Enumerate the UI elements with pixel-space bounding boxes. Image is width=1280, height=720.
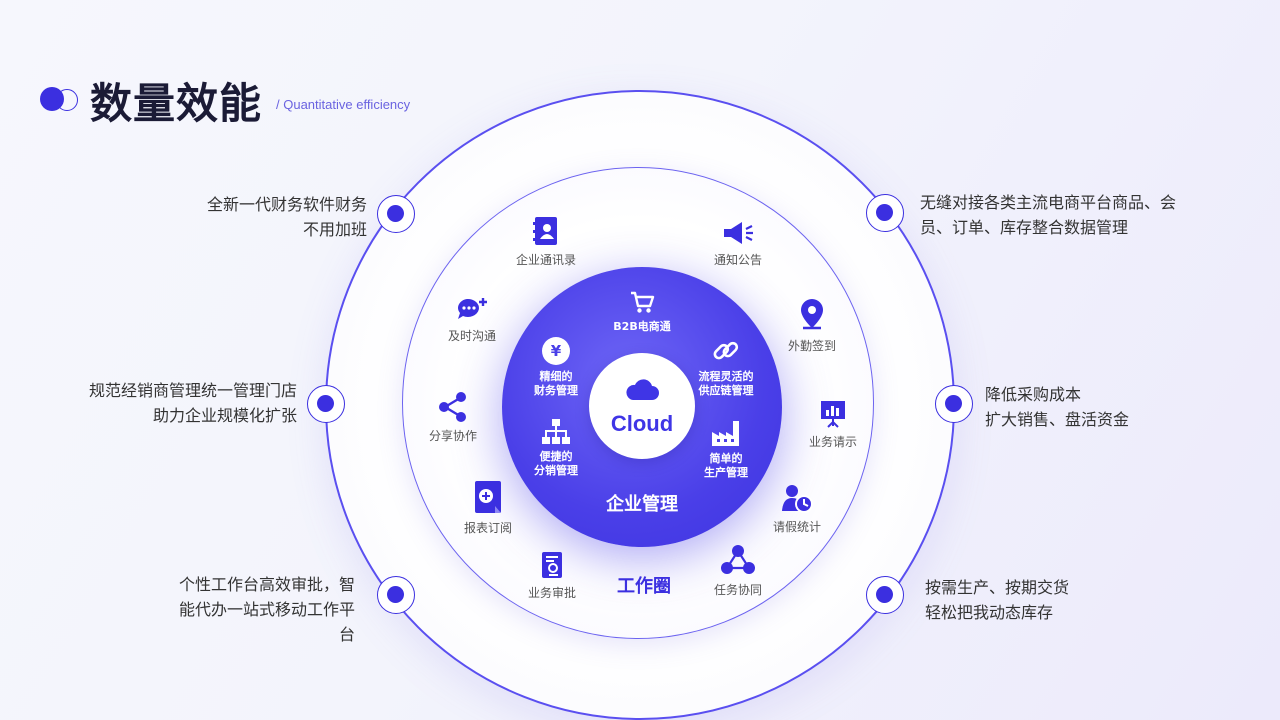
- core-item-label: 简单的 生产管理: [704, 452, 748, 479]
- anchor-right-bottom: [866, 576, 904, 614]
- approval-icon: [507, 551, 597, 579]
- ring-item-contacts[interactable]: 企业通讯录: [501, 216, 591, 268]
- cloud-icon: [624, 378, 660, 406]
- benefit-right-bottom: 按需生产、按期交货 轻松把我动态库存: [925, 578, 1070, 622]
- ring-item-leave-stats[interactable]: 请假统计: [752, 483, 842, 535]
- benefit-left-mid: 规范经销商管理统一管理门店 助力企业规模化扩张: [88, 381, 297, 425]
- contacts-icon: [501, 216, 591, 246]
- core-item-production[interactable]: 简单的 生产管理: [678, 418, 774, 480]
- presentation-icon: [788, 400, 878, 428]
- ring-item-label: 及时沟通: [447, 329, 496, 343]
- svg-text:¥: ¥: [551, 342, 562, 360]
- anchor-right-top: [866, 194, 904, 232]
- cloud-center: [589, 353, 695, 459]
- ring-item-task-collab[interactable]: 任务协同: [693, 544, 783, 598]
- yen-icon: ¥: [508, 336, 604, 366]
- chat-icon: [427, 296, 517, 322]
- anchor-left-bottom: [377, 576, 415, 614]
- ring-item-chat[interactable]: 及时沟通: [427, 296, 517, 344]
- ring-item-notice[interactable]: 通知公告: [693, 220, 783, 268]
- ring-item-request[interactable]: 业务请示: [788, 400, 878, 450]
- ring-item-label: 企业通讯录: [515, 253, 576, 267]
- page-title: 数量效能: [90, 79, 263, 128]
- ring-item-checkin[interactable]: 外勤签到: [767, 298, 857, 354]
- user-clock-icon: [752, 483, 842, 513]
- core-item-b2b[interactable]: B2B电商通: [594, 288, 690, 334]
- anchor-left-mid: [307, 385, 345, 423]
- cart-icon: [594, 288, 690, 316]
- cloud-label: Cloud: [610, 411, 674, 436]
- benefit-right-mid: 降低采购成本 扩大销售、盘活资金: [985, 385, 1130, 429]
- ring-item-label: 业务请示: [808, 435, 857, 449]
- anchor-right-mid: [935, 385, 973, 423]
- core-item-finance[interactable]: ¥ 精细的 财务管理: [508, 336, 604, 398]
- benefit-left-top: 全新一代财务软件财务 不用加班: [206, 195, 367, 239]
- core-item-distribution[interactable]: 便捷的 分销管理: [508, 418, 604, 478]
- report-icon: [443, 480, 533, 514]
- share-icon: [408, 392, 498, 422]
- anchor-left-top: [377, 195, 415, 233]
- ring-item-label: 报表订阅: [463, 521, 512, 535]
- ring-item-approval[interactable]: 业务审批: [507, 551, 597, 601]
- megaphone-icon: [693, 220, 783, 246]
- core-item-label: B2B电商通: [613, 320, 671, 333]
- ring-item-label: 请假统计: [772, 520, 821, 534]
- ring-item-report[interactable]: 报表订阅: [443, 480, 533, 536]
- page-subtitle: / Quantitative efficiency: [276, 97, 411, 112]
- core-title: 企业管理: [606, 494, 678, 515]
- ring-item-share[interactable]: 分享协作: [408, 392, 498, 444]
- work-circle-title: 工作圈: [617, 576, 671, 597]
- core-item-label: 精细的 财务管理: [534, 370, 578, 397]
- location-icon: [767, 298, 857, 332]
- benefit-left-bottom: 个性工作台高效审批，智 能代办一站式移动工作平 台: [178, 575, 355, 644]
- ring-item-label: 任务协同: [713, 583, 762, 597]
- ring-item-label: 外勤签到: [787, 339, 836, 353]
- core-item-label: 便捷的 分销管理: [534, 450, 578, 477]
- core-item-supply-chain[interactable]: 流程灵活的 供应链管理: [678, 336, 774, 398]
- benefit-right-top: 无缝对接各类主流电商平台商品、会 员、订单、库存整合数据管理: [920, 193, 1177, 237]
- core-item-label: 流程灵活的 供应链管理: [698, 370, 754, 397]
- ring-item-label: 业务审批: [527, 586, 576, 600]
- ring-item-label: 通知公告: [713, 253, 762, 267]
- hierarchy-icon: [508, 418, 604, 446]
- link-icon: [678, 336, 774, 366]
- ring-item-label: 分享协作: [428, 429, 477, 443]
- factory-icon: [678, 418, 774, 448]
- team-icon: [693, 544, 783, 576]
- logo-dot-outline: [56, 89, 78, 111]
